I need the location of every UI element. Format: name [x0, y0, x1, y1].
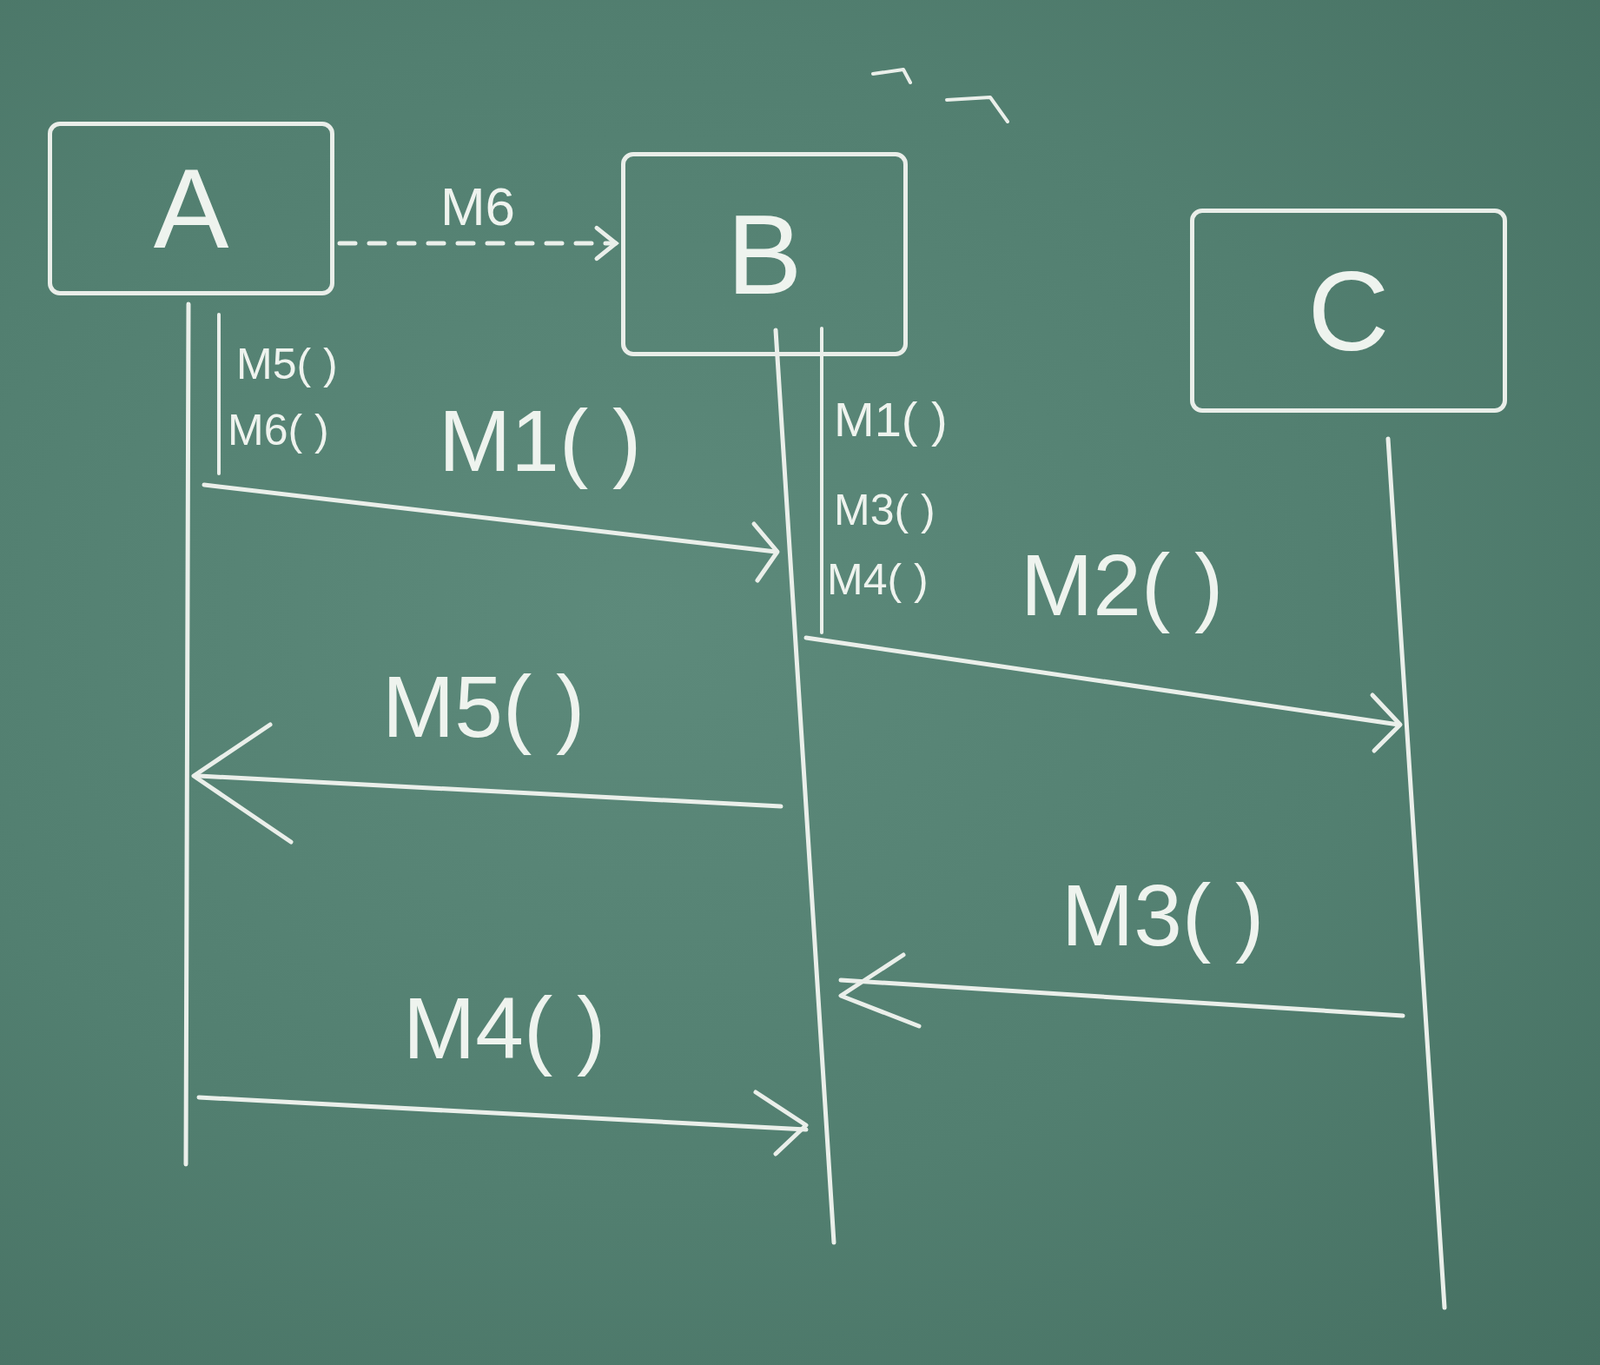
- arrow-head: [753, 523, 778, 581]
- message-label: M2( ): [1020, 536, 1224, 633]
- activation-bar: [819, 328, 824, 633]
- object-name: B: [727, 198, 803, 311]
- message-arrow: [198, 775, 781, 807]
- operation-label: M1( ): [833, 392, 948, 447]
- chalk-mark: [872, 69, 1008, 122]
- lifeline: [775, 330, 834, 1243]
- activation-bar: [217, 314, 221, 474]
- edge-label: M6: [440, 177, 516, 237]
- message-arrow: [198, 1097, 807, 1130]
- lifeline: [1388, 438, 1445, 1308]
- object-name: C: [1308, 254, 1390, 368]
- lifeline-head-box: A: [47, 121, 335, 296]
- operation-label: M6( ): [227, 406, 330, 455]
- message-label: M3( ): [1061, 866, 1264, 963]
- arrow-head: [193, 724, 291, 842]
- operation-label: M5( ): [236, 340, 338, 389]
- lifeline-head-box: B: [621, 152, 908, 357]
- object-name: A: [153, 152, 230, 265]
- message-arrow: [840, 979, 1403, 1016]
- arrow-head: [755, 1091, 807, 1154]
- message-arrow: [204, 484, 776, 552]
- arrow-head: [1372, 694, 1401, 751]
- message-label: M4( ): [403, 979, 606, 1076]
- message-label: M5( ): [382, 658, 585, 754]
- lifeline-head-box: C: [1190, 208, 1508, 413]
- message-label: M1( ): [438, 392, 642, 489]
- arrow-head: [596, 227, 616, 258]
- arrow-head: [840, 954, 920, 1026]
- dashed-line: [339, 241, 616, 246]
- operation-label: M3( ): [833, 486, 936, 535]
- message-arrow: [806, 637, 1399, 725]
- lifeline: [185, 304, 189, 1164]
- operation-label: M4( ): [826, 555, 929, 604]
